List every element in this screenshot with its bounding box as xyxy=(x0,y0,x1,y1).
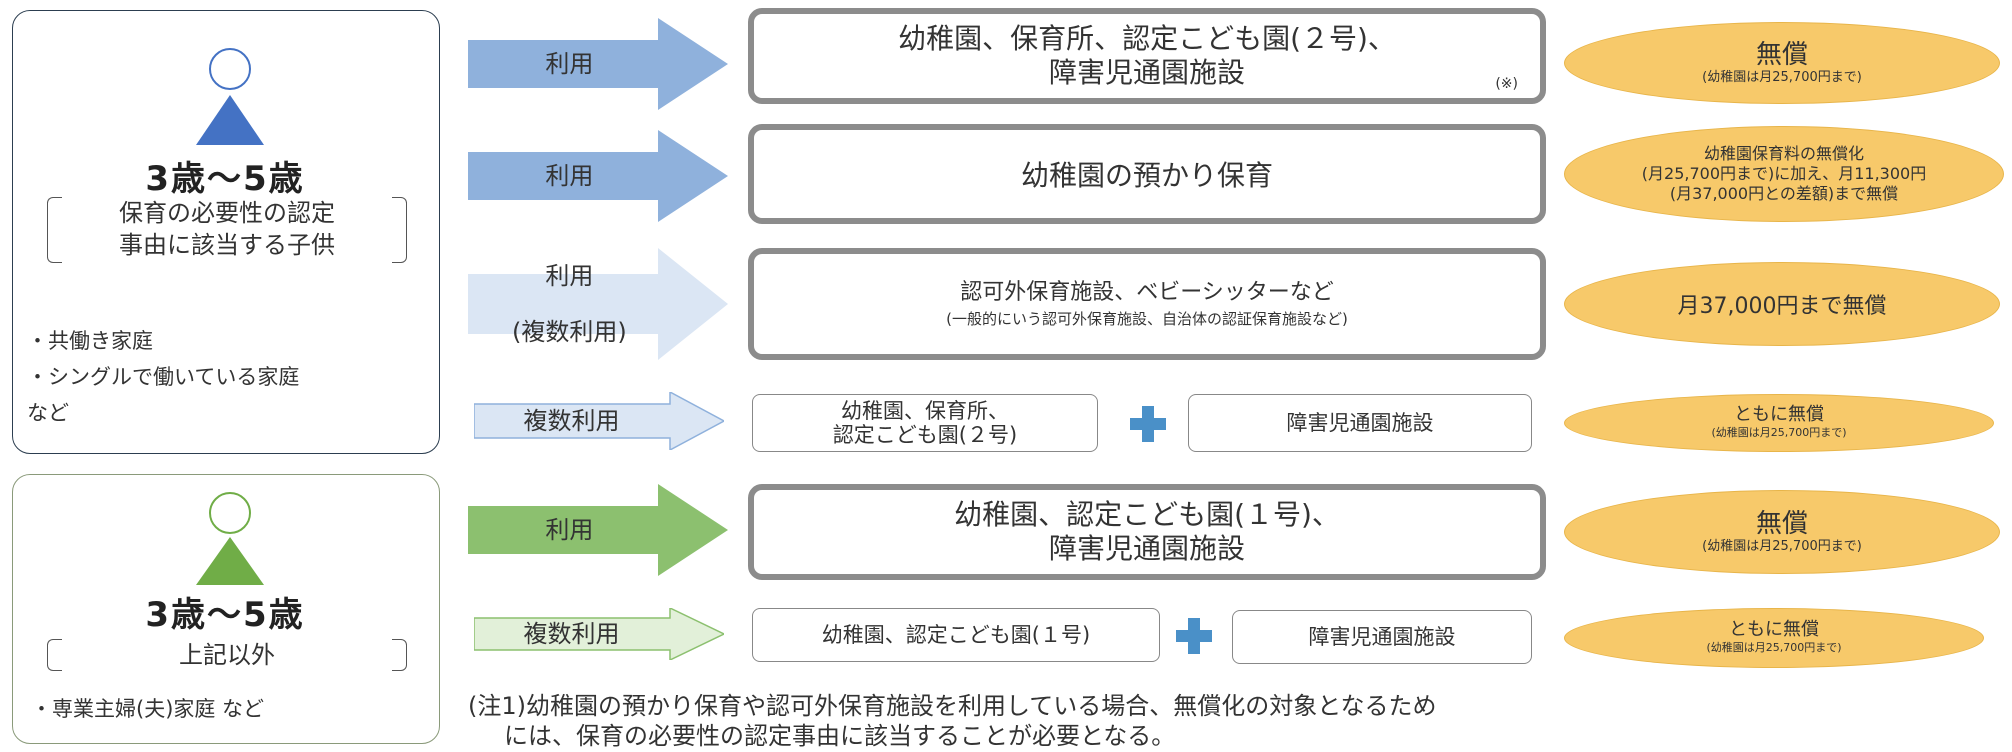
result-ellipse: 幼稚園保育料の無償化 (月25,700円まで)に加え、月11,300円 (月37… xyxy=(1564,126,2004,222)
age-title: 3歳～5歳 xyxy=(145,595,305,635)
result-subtext: (幼稚園は月25,700円まで) xyxy=(1702,70,1862,85)
facility-line: 認定こども園(２号) xyxy=(832,423,1018,447)
footnote-line: (注1)幼稚園の預かり保育や認可外保育施設を利用している場合、無償化の対象となる… xyxy=(468,692,1437,720)
facility-line: 障害児通園施設 xyxy=(1286,411,1434,435)
result-text: ともに無償 xyxy=(1734,404,1824,425)
footnote-line: には、保育の必要性の認定事由に該当することが必要となる。 xyxy=(504,722,1176,750)
facility-box-a: 幼稚園、保育所、 認定こども園(２号) xyxy=(752,394,1098,452)
condition-line: 上記以外 xyxy=(179,641,275,669)
facility-box: 幼稚園、保育所、認定こども園(２号)、 障害児通園施設 (※) xyxy=(748,8,1546,104)
facility-box-b: 障害児通園施設 xyxy=(1188,394,1532,452)
facility-line: 認可外保育施設、ベビーシッターなど xyxy=(960,280,1334,305)
condition-line: 保育の必要性の認定 xyxy=(119,199,335,227)
condition-label: 保育の必要性の認定 事由に該当する子供 xyxy=(47,197,407,263)
result-ellipse: ともに無償 (幼稚園は月25,700円まで) xyxy=(1564,608,1984,668)
example-item: ・シングルで働いている家庭 xyxy=(27,365,300,389)
example-item: ・共働き家庭 xyxy=(27,329,153,353)
result-text: 無償 xyxy=(1755,509,1808,539)
facility-line: 幼稚園、認定こども園(１号)、 xyxy=(954,498,1340,531)
condition-line: 事由に該当する子供 xyxy=(119,231,335,259)
person-icon-blue xyxy=(196,48,264,145)
result-ellipse: 無償 (幼稚園は月25,700円まで) xyxy=(1564,490,2000,574)
use-arrow: 利用 xyxy=(468,130,728,222)
facility-box-b: 障害児通園施設 xyxy=(1232,610,1532,664)
result-text: 無償 xyxy=(1755,40,1808,70)
person-icon-green xyxy=(196,492,264,585)
result-subtext: (幼稚園は月25,700円まで) xyxy=(1711,426,1847,439)
facility-line: 障害児通園施設 xyxy=(1308,625,1456,649)
arrow-label: 利用 xyxy=(545,162,594,190)
arrow-label: 利用 xyxy=(545,50,594,78)
use-arrow: 複数利用 xyxy=(474,392,724,450)
facility-subline: (一般的にいう認可外保育施設、自治体の認証保育施設など) xyxy=(946,310,1348,328)
use-arrow: 利用 xyxy=(468,484,728,576)
result-subtext: (幼稚園は月25,700円まで) xyxy=(1706,641,1842,654)
use-arrow: 利用 (複数利用) xyxy=(468,248,728,360)
example-item: など xyxy=(27,401,69,425)
arrow-label-line: 利用 xyxy=(545,262,594,290)
arrow-label: 利用 (複数利用) xyxy=(468,248,671,360)
facility-line: 幼稚園の預かり保育 xyxy=(1020,159,1273,192)
plus-icon xyxy=(1128,404,1168,444)
facility-line: 障害児通園施設 xyxy=(1048,56,1245,89)
facility-box: 幼稚園の預かり保育 xyxy=(748,124,1546,224)
facility-note: (※) xyxy=(1495,76,1518,92)
target-group-working: 3歳～5歳 保育の必要性の認定 事由に該当する子供 ・共働き家庭 ・シングルで働… xyxy=(12,10,440,454)
use-arrow: 複数利用 xyxy=(474,608,724,660)
result-line: (月37,000円との差額)まで無償 xyxy=(1669,184,1899,203)
facility-line: 障害児通園施設 xyxy=(1048,532,1245,565)
facility-line: 幼稚園、保育所、 xyxy=(841,399,1009,423)
result-line: 幼稚園保育料の無償化 xyxy=(1703,144,1864,163)
facility-box: 幼稚園、認定こども園(１号)、 障害児通園施設 xyxy=(748,484,1546,580)
facility-box-a: 幼稚園、認定こども園(１号) xyxy=(752,608,1160,662)
result-ellipse: 無償 (幼稚園は月25,700円まで) xyxy=(1564,22,2000,104)
example-item: ・専業主婦(夫)家庭 など xyxy=(31,697,265,721)
facility-line: 幼稚園、認定こども園(１号) xyxy=(821,623,1091,647)
arrow-label: 複数利用 xyxy=(523,407,620,435)
result-text: 月37,000円まで無償 xyxy=(1677,294,1887,319)
use-arrow: 利用 xyxy=(468,18,728,110)
result-subtext: (幼稚園は月25,700円まで) xyxy=(1702,539,1862,554)
arrow-label: 複数利用 xyxy=(523,620,620,648)
arrow-label-line: (複数利用) xyxy=(512,318,627,346)
condition-label: 上記以外 xyxy=(47,639,407,671)
result-text: ともに無償 xyxy=(1729,619,1819,640)
target-group-other: 3歳～5歳 上記以外 ・専業主婦(夫)家庭 など xyxy=(12,474,440,744)
arrow-label: 利用 xyxy=(545,516,594,544)
age-title: 3歳～5歳 xyxy=(145,159,305,199)
plus-icon xyxy=(1174,616,1214,656)
result-line: (月25,700円まで)に加え、月11,300円 xyxy=(1641,164,1927,183)
result-ellipse: 月37,000円まで無償 xyxy=(1564,262,2000,346)
facility-box: 認可外保育施設、ベビーシッターなど (一般的にいう認可外保育施設、自治体の認証保… xyxy=(748,248,1546,360)
result-ellipse: ともに無償 (幼稚園は月25,700円まで) xyxy=(1564,394,1994,452)
facility-line: 幼稚園、保育所、認定こども園(２号)、 xyxy=(898,22,1396,55)
